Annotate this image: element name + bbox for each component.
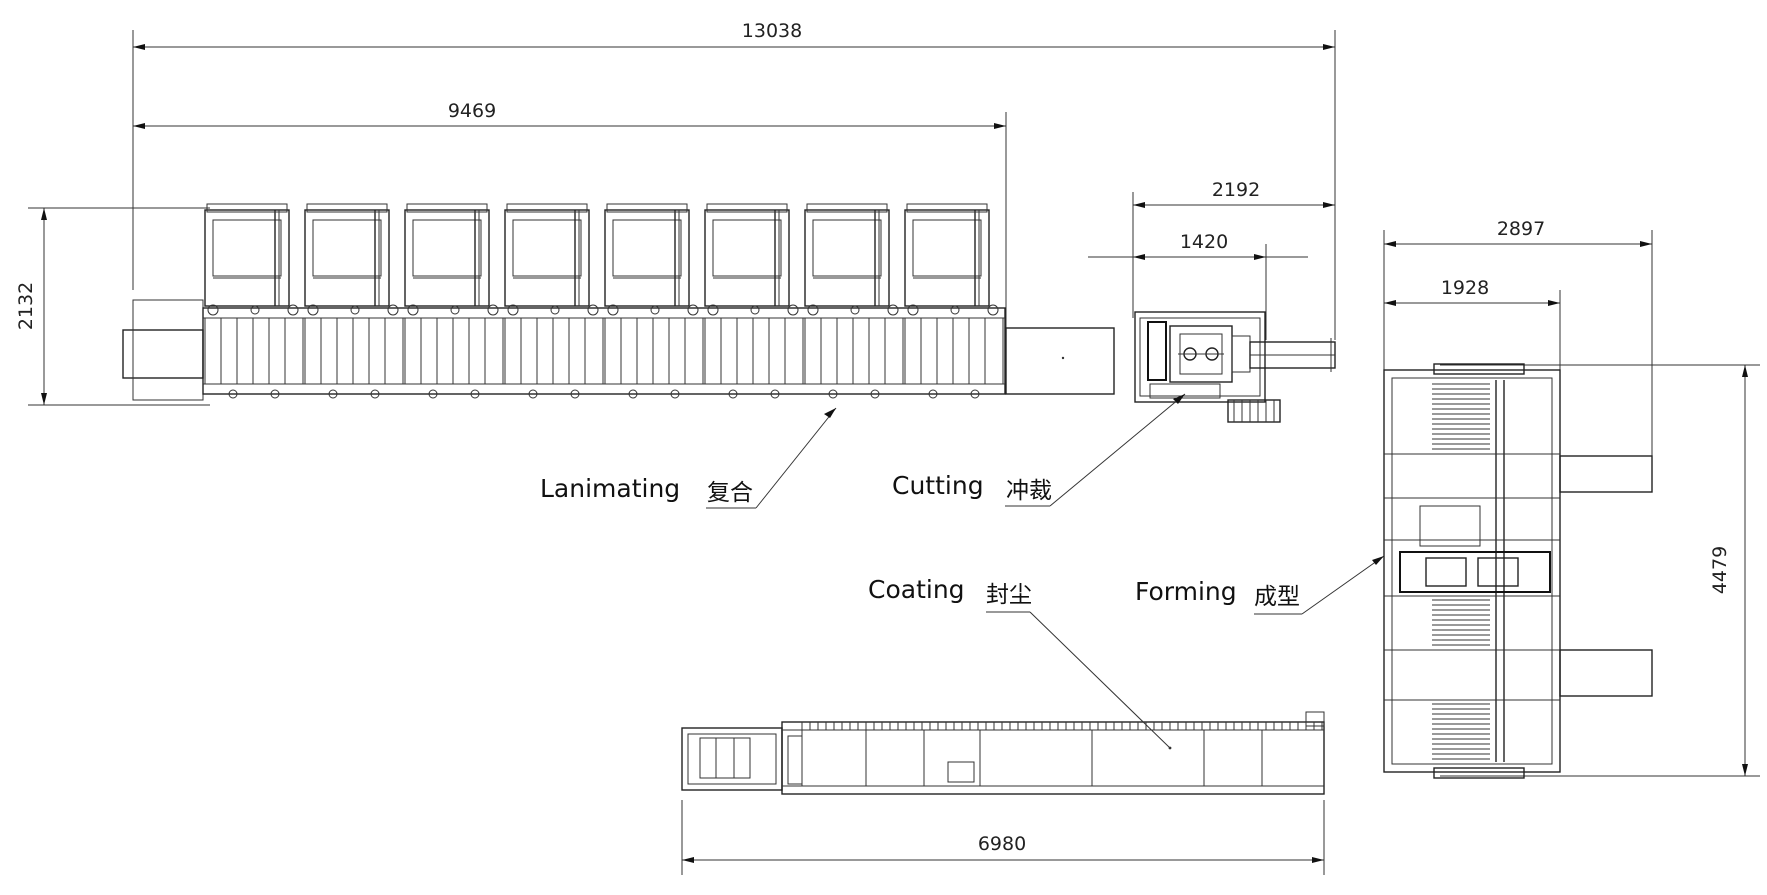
laminating-module [504,203,604,399]
laminating-module [604,203,704,399]
dimension-cutting-length-value: 2192 [1212,179,1260,201]
laminating-module [404,203,504,399]
dimension-forming-height-value: 4479 [1709,546,1731,594]
dimension-forming-inner-value: 1928 [1441,277,1489,299]
dimension-forming-height: 4479 [1440,364,1760,777]
dimension-laminating-height-value: 2132 [15,282,37,330]
label-forming-en: Forming [1135,577,1237,606]
label-forming: Forming 成型 [1135,555,1385,615]
dimension-laminating-length: 9469 [133,100,1007,330]
dimension-cutting-inner-value: 1420 [1180,231,1228,253]
dimension-forming-width-value: 2897 [1497,218,1545,240]
laminating-module [904,203,1004,399]
label-cutting-cn: 冲裁 [1006,478,1052,504]
label-forming-cn: 成型 [1254,584,1300,610]
laminating-machine [122,203,1115,401]
dimension-coating-length-value: 6980 [978,833,1026,855]
laminating-module [204,203,304,399]
forming-machine [1383,363,1653,779]
laminating-module [304,203,404,399]
label-laminating-en: Lanimating [540,474,680,503]
dimension-forming-width: 2897 [1383,218,1653,456]
dimension-forming-inner: 1928 [1384,277,1561,370]
coating-machine [681,711,1325,795]
label-laminating-cn: 复合 [707,480,753,506]
label-coating-en: Coating [868,575,965,604]
label-cutting-en: Cutting [892,471,984,500]
coating-segments [801,722,1323,786]
label-coating: Coating 封尘 [868,575,1171,749]
laminating-module [804,203,904,399]
dimension-cutting-inner: 1420 [1088,231,1308,340]
label-laminating: Lanimating 复合 [540,407,837,509]
dimension-total-length-value: 13038 [742,20,802,42]
cutting-machine [1134,311,1336,423]
laminating-module [704,203,804,399]
forming-stacks [1432,383,1490,760]
dimension-laminating-length-value: 9469 [448,100,496,122]
label-cutting: Cutting 冲裁 [892,393,1186,507]
label-coating-cn: 封尘 [986,582,1032,608]
dimension-laminating-height: 2132 [15,207,210,406]
dimension-coating-length: 6980 [681,800,1325,875]
laminating-modules [204,203,1004,399]
dimension-cutting-length: 2192 [1132,179,1335,318]
dimension-total-length: 13038 [132,20,1336,340]
